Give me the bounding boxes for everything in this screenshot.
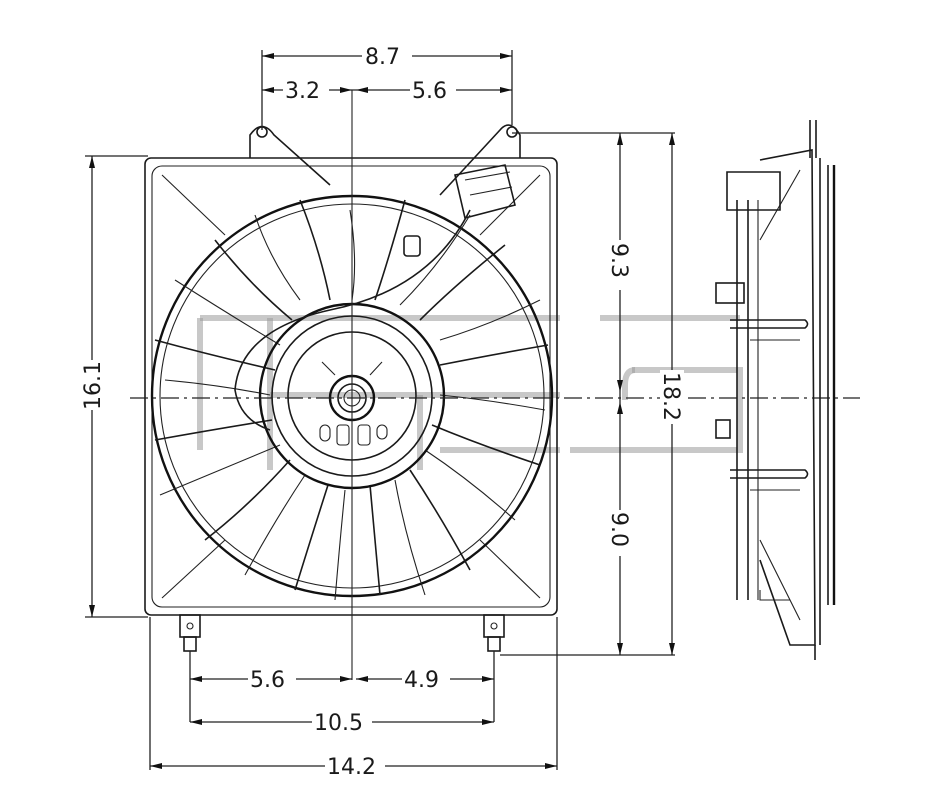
dim-bottom-left: 5.6 [250,668,285,693]
dim-left-height: 16.1 [81,361,106,410]
dim-right-upper: 9.3 [606,243,631,278]
dim-bottom-right: 4.9 [404,668,439,693]
dim-bottom-overall: 14.2 [327,755,376,780]
dim-top-overall: 8.7 [365,45,400,70]
dim-right-lower: 9.0 [606,512,631,547]
centerlines [130,90,860,680]
dimension-labels: 8.7 3.2 5.6 16.1 9.3 9.0 18.2 5.6 4.9 10… [80,44,684,780]
shroud-frame [144,124,558,652]
dimension-lines [85,50,675,770]
dim-top-left: 3.2 [285,79,320,104]
dim-bottom-mounts: 10.5 [314,711,363,736]
dim-top-right: 5.6 [412,79,447,104]
dim-right-overall: 18.2 [658,372,683,421]
side-view [715,120,836,660]
